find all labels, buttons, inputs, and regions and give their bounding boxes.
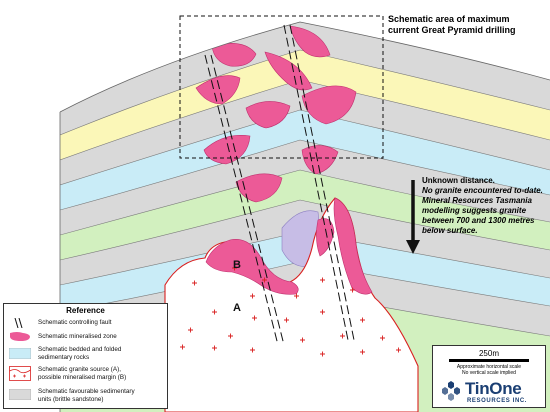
- mineral-margin-apex: [316, 218, 335, 257]
- drilling-area-caption-line2: current Great Pyramid drilling: [388, 25, 516, 35]
- depth-note-line2: No granite encountered to-date.: [422, 186, 543, 195]
- granite-swatch: [9, 366, 31, 381]
- scale-note-horizontal: Approximate horizontal scale: [456, 364, 522, 370]
- mineral-margin-b: [205, 239, 299, 295]
- mineralised-zones: [195, 25, 357, 203]
- sandstone-swatch: [9, 389, 31, 400]
- label-a: A: [233, 302, 241, 314]
- legend-label-fault: Schematic controlling fault: [38, 319, 112, 326]
- mineral-margin-east: [333, 197, 373, 295]
- depth-note-line4: modelling suggests granite: [422, 206, 527, 215]
- drilling-area-caption: Schematic area of maximum current Great …: [388, 14, 548, 36]
- granite-crosses: [180, 265, 401, 357]
- bedded-rock-swatch: [9, 348, 31, 359]
- depth-note-line1: Unknown distance.: [422, 176, 495, 185]
- mineral-zone-5: [301, 85, 357, 125]
- legend-item-sandstone: Schematic favourable sedimentary units (…: [4, 387, 167, 405]
- company-logo: TinOne RESOURCES INC.: [437, 378, 543, 406]
- legend-label-bedded: Schematic bedded and folded sedimentary …: [38, 346, 122, 361]
- fault-icon: [14, 318, 23, 328]
- controlling-faults: [204, 24, 355, 346]
- hexagon-logo-icon: [442, 381, 460, 401]
- depth-note-line3: Mineral Resources Tasmania: [422, 196, 532, 205]
- depth-note-line6: below surface.: [422, 226, 478, 235]
- mineral-zone-swatch: [10, 332, 30, 341]
- mineral-zone-4: [264, 51, 313, 91]
- legend-panel: Reference Schematic controlling fault Sc…: [3, 303, 168, 409]
- drilling-area-box: [179, 15, 384, 159]
- legend-label-granite: Schematic granite source (A), possible m…: [38, 366, 127, 381]
- depth-note: Unknown distance. No granite encountered…: [422, 176, 548, 236]
- mineral-zone-3: [211, 43, 257, 67]
- scale-bar: [449, 359, 529, 362]
- legend-label-sandstone: Schematic favourable sedimentary units (…: [38, 388, 135, 403]
- legend-item-mineralised: Schematic mineralised zone: [4, 331, 167, 343]
- legend-item-granite: Schematic granite source (A), possible m…: [4, 365, 167, 383]
- logo-wordmark: TinOne: [465, 379, 522, 398]
- mineral-zone-9: [301, 145, 339, 175]
- label-b: B: [233, 259, 241, 271]
- mineral-zone-6: [245, 101, 291, 129]
- depth-note-line5: between 700 and 1300 metres: [422, 216, 535, 225]
- mineral-zone-8: [235, 173, 283, 203]
- legend-label-mineralised: Schematic mineralised zone: [38, 333, 117, 340]
- legend-title: Reference: [66, 306, 105, 315]
- drilling-area-caption-line1: Schematic area of maximum: [388, 14, 510, 24]
- legend-item-bedded: Schematic bedded and folded sedimentary …: [4, 346, 167, 362]
- legend-item-fault: Schematic controlling fault: [4, 318, 167, 328]
- scale-note-vertical: No vertical scale implied: [462, 370, 516, 376]
- logo-subtitle: RESOURCES INC.: [467, 398, 528, 404]
- scale-and-logo-panel: 250m Approximate horizontal scale No ver…: [432, 345, 546, 408]
- depth-arrow-head: [406, 240, 420, 254]
- mineral-zone-2: [195, 75, 241, 105]
- mineral-zone-1: [289, 25, 331, 58]
- scale-label: 250m: [478, 349, 499, 358]
